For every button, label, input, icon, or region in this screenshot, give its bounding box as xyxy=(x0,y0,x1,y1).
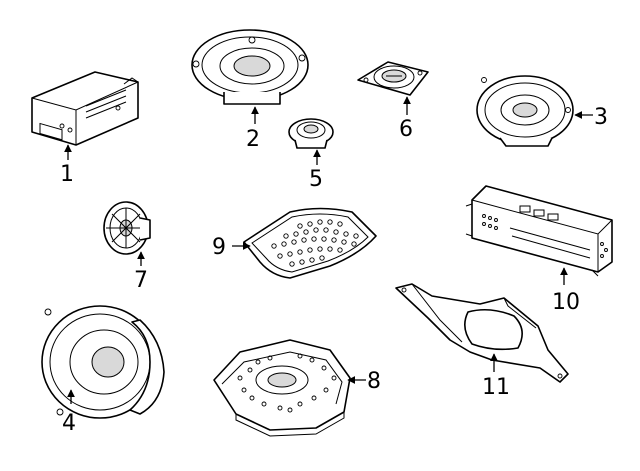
part-6-tweeter[interactable] xyxy=(357,61,429,96)
callout-9: 9 xyxy=(212,235,226,260)
callout-4: 4 xyxy=(62,411,76,436)
callout-2: 2 xyxy=(246,127,260,152)
part-11-bracket[interactable] xyxy=(395,283,569,383)
callout-3: 3 xyxy=(594,105,608,130)
callout-11: 11 xyxy=(482,375,510,400)
callout-7: 7 xyxy=(134,268,148,293)
part-7-speaker[interactable] xyxy=(103,201,151,255)
part-8-subwoofer[interactable] xyxy=(213,339,351,437)
part-4-speaker[interactable] xyxy=(41,305,165,419)
callout-1: 1 xyxy=(60,162,74,187)
subwoofer-holes xyxy=(237,353,337,413)
part-2-speaker[interactable] xyxy=(191,29,309,105)
part-9-grille[interactable] xyxy=(243,207,377,279)
part-10-amplifier-module[interactable] xyxy=(465,185,613,277)
module-vents xyxy=(482,214,608,258)
callout-8: 8 xyxy=(367,369,381,394)
grille-holes xyxy=(271,219,359,267)
callout-6: 6 xyxy=(399,117,413,142)
part-1-amplifier[interactable] xyxy=(31,71,139,146)
callout-5: 5 xyxy=(309,167,323,192)
callout-10: 10 xyxy=(552,290,580,315)
part-5-tweeter[interactable] xyxy=(288,118,334,149)
part-3-speaker[interactable] xyxy=(476,75,574,147)
